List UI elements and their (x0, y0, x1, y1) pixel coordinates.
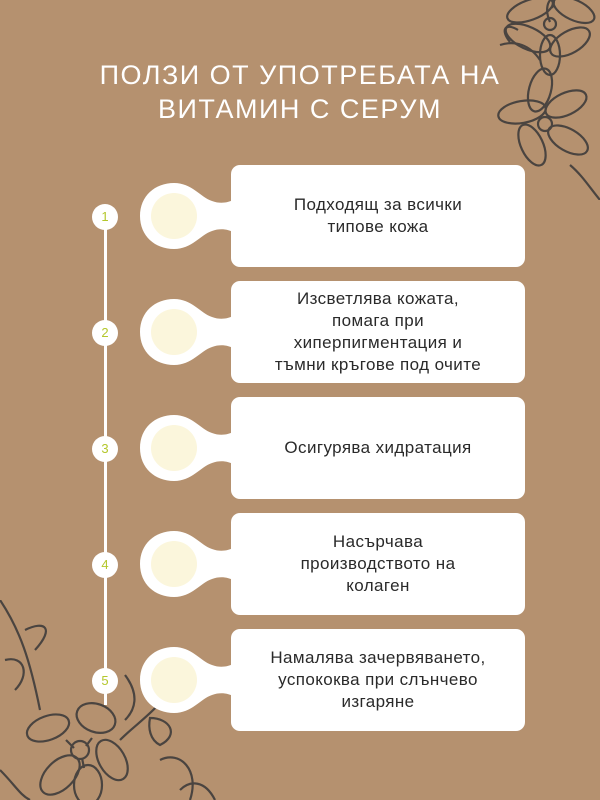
step-number-3: 3 (92, 436, 118, 462)
benefit-text-2: Изсветлява кожата, помага при хиперпигме… (274, 289, 482, 374)
benefit-card-2: Изсветлява кожата, помага при хиперпигме… (231, 281, 525, 383)
step-number-4: 4 (92, 552, 118, 578)
connector-bubble-5 (140, 647, 235, 713)
page-title: ПОЛЗИ ОТ УПОТРЕБАТА НА ВИТАМИН С СЕРУМ (99, 60, 501, 124)
benefit-card-4: Насърчава производството на колаген (231, 513, 525, 615)
step-number-2: 2 (92, 320, 118, 346)
benefit-card-5: Намалява зачервяването, успококва при сл… (231, 629, 525, 731)
benefit-card-3: Осигурява хидратация (231, 397, 525, 499)
connector-bubble-1 (140, 183, 235, 249)
step-number-1: 1 (92, 204, 118, 230)
connector-bubble-2 (140, 299, 235, 365)
benefit-text-1: Подходящ за всички типове кожа (293, 195, 463, 236)
connector-bubble-3 (140, 415, 235, 481)
benefit-text-4: Насърчава производството на колаген (300, 532, 456, 595)
flower-decoration-top-right (497, 0, 600, 200)
benefit-text-5: Намалява зачервяването, успококва при сл… (270, 648, 486, 711)
benefit-card-1: Подходящ за всички типове кожа (231, 165, 525, 267)
connector-bubble-4 (140, 531, 235, 597)
benefit-text-3: Осигурява хидратация (284, 438, 472, 457)
flower-decoration-bottom-left (0, 600, 216, 800)
step-number-5: 5 (92, 668, 118, 694)
